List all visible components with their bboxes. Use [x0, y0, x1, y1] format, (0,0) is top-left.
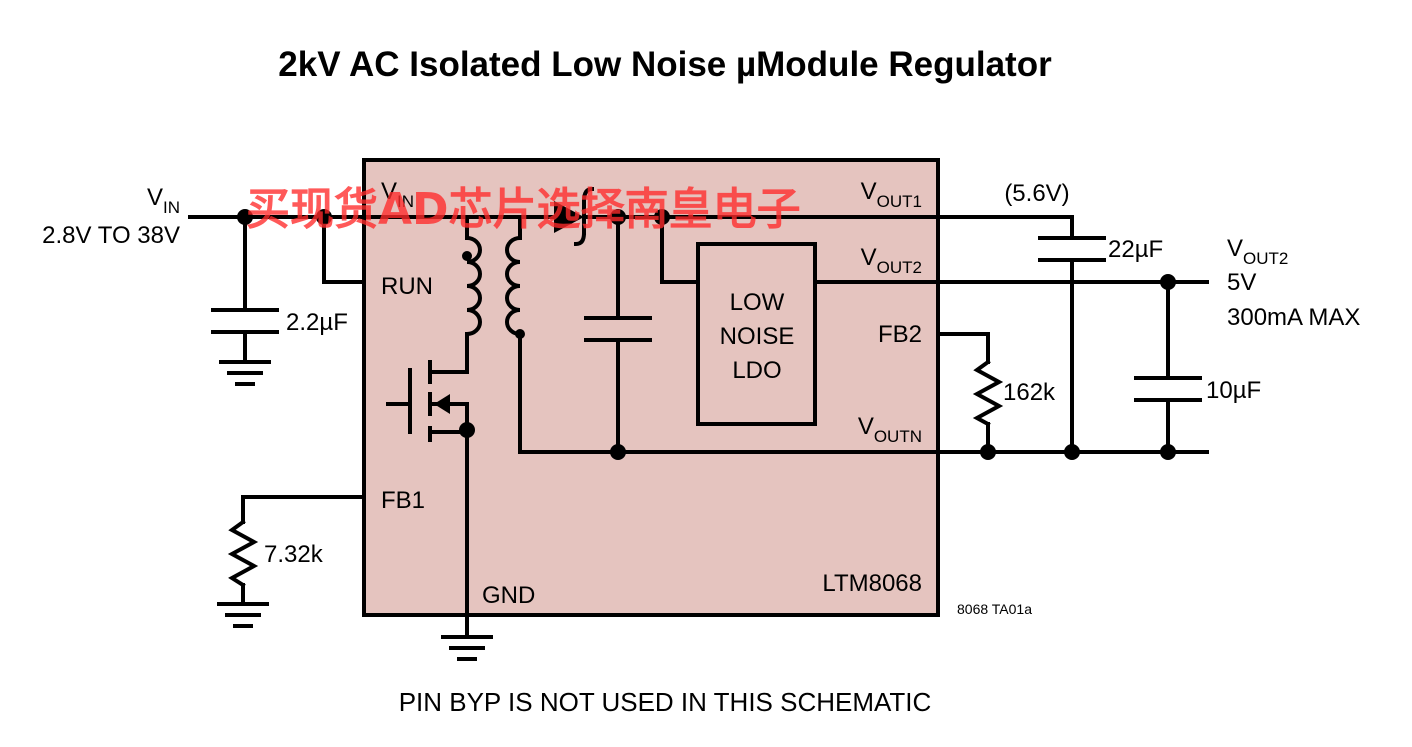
footnote: PIN BYP IS NOT USED IN THIS SCHEMATIC: [399, 687, 932, 717]
fb1-wiring: [227, 495, 366, 605]
ldo-wiring: [660, 215, 1209, 284]
vout2-capacitor-label: 10µF: [1206, 377, 1261, 404]
input-capacitor-label: 2.2µF: [286, 309, 348, 336]
ldo-label-line-3: LDO: [732, 357, 781, 384]
voutn-node-dot-internal: [610, 444, 626, 460]
diagram-title: 2kV AC Isolated Low Noise µModule Regula…: [278, 45, 1052, 84]
chip-part-number: LTM8068: [822, 570, 922, 597]
input-ground-symbol: [219, 360, 271, 386]
run-node-dot: [316, 209, 332, 225]
pin-label-fb1: FB1: [381, 487, 425, 514]
output-diode: [518, 186, 595, 247]
vout1-capacitor-label: 22µF: [1108, 236, 1163, 263]
pin-label-gnd: GND: [482, 582, 535, 609]
vout2-node-dot: [1160, 274, 1176, 290]
output-voltage-value: 5V: [1227, 269, 1256, 296]
pin-label-run: RUN: [381, 273, 433, 300]
fb2-ground-dot: [980, 444, 996, 460]
pin-label-voutn: VOUTN: [858, 413, 922, 446]
input-voltage-range: 2.8V TO 38V: [42, 222, 180, 249]
internal-output-capacitor: [584, 215, 652, 454]
input-capacitor: [211, 308, 279, 364]
ltm8068-module-body: [362, 158, 940, 617]
ldo-label-line-2: NOISE: [720, 323, 795, 350]
output-current-limit: 300mA MAX: [1227, 304, 1360, 331]
pin-label-fb2: FB2: [878, 321, 922, 348]
secondary-dot: [515, 329, 525, 339]
ldo-label-line-1: LOW: [730, 289, 785, 316]
fb1-resistor-label: 7.32k: [264, 541, 324, 568]
fb2-resistor: [936, 332, 1004, 454]
pin-label-vin: VIN: [381, 178, 414, 211]
fb1-ground-symbol: [217, 602, 269, 628]
primary-coil: [464, 215, 482, 374]
vout2-capacitor: [1134, 280, 1202, 454]
primary-dot: [462, 251, 472, 261]
vout1-capacitor: [936, 215, 1106, 454]
vout2-cap-ground-dot: [1160, 444, 1176, 460]
figure-tag: 8068 TA01a: [957, 601, 1032, 617]
mosfet-source-dot: [459, 422, 475, 438]
vout1-voltage-label: (5.6V): [1004, 180, 1069, 207]
gnd-ground-symbol: [441, 635, 493, 661]
input-voltage-label: VIN: [147, 184, 180, 217]
pin-label-vout2: VOUT2: [861, 244, 922, 277]
low-noise-ldo-block: [696, 242, 817, 426]
input-node-dot: [237, 209, 253, 225]
watermark-text: 买现货AD芯片选择南皇电子: [246, 184, 801, 235]
secondary-coil: [505, 215, 523, 454]
pin-label-vout1: VOUT1: [861, 178, 922, 211]
vout1-cap-ground-dot: [1064, 444, 1080, 460]
output-voltage-name: VOUT2: [1227, 235, 1288, 268]
fb2-resistor-label: 162k: [1003, 379, 1056, 406]
